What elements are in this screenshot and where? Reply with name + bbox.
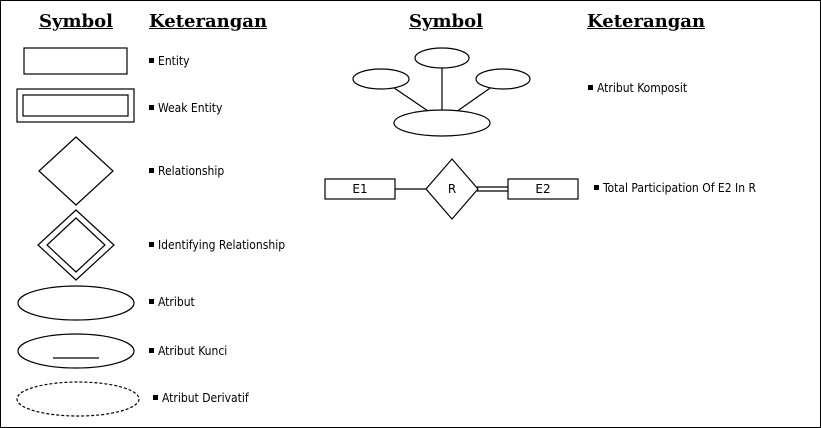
legend-label: Atribut Kunci [158,344,228,358]
relationship-r-diamond [425,158,479,220]
legend-item-relationship: Relationship [149,164,224,178]
bullet-icon [149,105,154,110]
left-symbol-header: Symbol [39,11,113,32]
identifying-relationship-symbol [37,209,115,281]
composite-attribute-symbol [352,47,531,137]
bullet-icon [149,58,154,63]
weak-entity-symbol [16,88,135,123]
legend-item-entity: Entity [149,54,190,68]
derived-attribute-symbol [16,381,140,417]
legend-label: Total Participation Of E2 In R [603,181,756,195]
legend-label: Entity [158,54,190,68]
relationship-r-label: R [448,182,456,196]
bullet-icon [153,395,158,400]
legend-item-derived-attribute: Atribut Derivatif [153,391,249,405]
entity-e1-box [324,178,396,200]
entity-e2-box [507,178,579,200]
bullet-icon [149,299,154,304]
entity-e1-label: E1 [352,182,367,196]
attribute-symbol [17,285,135,321]
legend-label: Atribut Komposit [597,81,688,95]
legend-label: Atribut Derivatif [162,391,249,405]
legend-item-composite-attribute: Atribut Komposit [588,81,687,95]
legend-label: Atribut [158,295,195,309]
right-symbol-header: Symbol [409,11,483,32]
legend-label: Identifying Relationship [158,238,286,252]
bullet-icon [594,185,599,190]
right-keterangan-header: Keterangan [587,11,706,32]
legend-item-key-attribute: Atribut Kunci [149,344,227,358]
entity-e2-label: E2 [535,182,550,196]
bullet-icon [149,242,154,247]
total-participation-symbol [324,158,579,220]
left-keterangan-header: Keterangan [149,11,268,32]
bullet-icon [149,348,154,353]
legend-label: Relationship [158,164,225,178]
legend-item-attribute: Atribut [149,295,195,309]
bullet-icon [149,168,154,173]
legend-item-identifying-relationship: Identifying Relationship [149,238,285,252]
legend-item-total-participation: Total Participation Of E2 In R [594,181,756,195]
legend-item-weak-entity: Weak Entity [149,101,222,115]
entity-symbol [23,47,128,75]
bullet-icon [588,85,593,90]
legend-label: Weak Entity [158,101,223,115]
relationship-symbol [38,136,114,206]
key-attribute-symbol [17,333,135,369]
